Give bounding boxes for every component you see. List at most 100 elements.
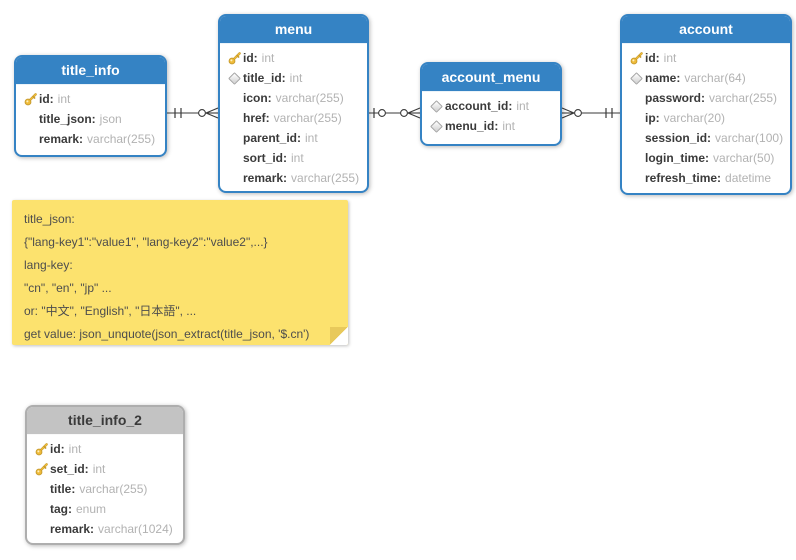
column-type: varchar(1024) xyxy=(98,522,173,536)
column-row-name[interactable]: name:varchar(64) xyxy=(627,68,786,88)
column-name: icon: xyxy=(243,91,272,105)
column-row-login_time[interactable]: login_time:varchar(50) xyxy=(627,148,786,168)
column-name: sort_id: xyxy=(243,151,288,165)
column-type: datetime xyxy=(725,171,772,185)
column-row-id[interactable]: id:int xyxy=(32,439,179,459)
column-type: varchar(50) xyxy=(713,151,775,165)
column-type: int xyxy=(502,119,516,133)
column-row-id[interactable]: id:int xyxy=(627,48,786,68)
column-row-title_json[interactable]: title_json:json xyxy=(21,109,161,129)
column-type: varchar(64) xyxy=(684,71,746,85)
column-type: json xyxy=(99,112,122,126)
column-name: title_id: xyxy=(243,71,286,85)
column-row-parent_id[interactable]: parent_id:int xyxy=(225,128,363,148)
key-icon xyxy=(21,92,39,106)
table-header-menu[interactable]: menu xyxy=(220,16,367,44)
column-name: login_time: xyxy=(645,151,710,165)
connector-menu-account_menu[interactable] xyxy=(369,107,421,119)
column-name: name: xyxy=(645,71,681,85)
column-name: remark: xyxy=(39,132,84,146)
column-row-title_id[interactable]: title_id:int xyxy=(225,68,363,88)
column-name: ip: xyxy=(645,111,660,125)
column-row-refresh_time[interactable]: refresh_time:datetime xyxy=(627,168,786,188)
column-row-remark[interactable]: remark:varchar(1024) xyxy=(32,519,179,539)
column-name: parent_id: xyxy=(243,131,302,145)
column-name: id: xyxy=(243,51,258,65)
column-name: id: xyxy=(645,51,660,65)
column-name: menu_id: xyxy=(445,119,499,133)
column-row-remark[interactable]: remark:varchar(255) xyxy=(225,168,363,188)
diamond-icon xyxy=(427,99,445,113)
column-row-id[interactable]: id:int xyxy=(21,89,161,109)
column-name: refresh_time: xyxy=(645,171,722,185)
column-name: title: xyxy=(50,482,76,496)
column-name: id: xyxy=(50,442,65,456)
note-line: {"lang-key1":"value1", "lang-key2":"valu… xyxy=(24,235,268,249)
column-row-href[interactable]: href:varchar(255) xyxy=(225,108,363,128)
sticky-note[interactable]: title_json:{"lang-key1":"value1", "lang-… xyxy=(12,200,348,345)
diamond-icon xyxy=(225,71,243,85)
column-row-id[interactable]: id:int xyxy=(225,48,363,68)
connector-title_info-menu[interactable] xyxy=(167,107,219,119)
column-name: remark: xyxy=(50,522,95,536)
column-name: password: xyxy=(645,91,706,105)
diamond-icon xyxy=(427,119,445,133)
column-row-tag[interactable]: tag:enum xyxy=(32,499,179,519)
column-type: varchar(255) xyxy=(79,482,148,496)
table-header-title_info[interactable]: title_info xyxy=(16,57,165,85)
column-type: varchar(255) xyxy=(87,132,156,146)
connector-account_menu-account[interactable] xyxy=(561,107,620,119)
column-name: tag: xyxy=(50,502,72,516)
column-type: varchar(20) xyxy=(663,111,726,125)
column-row-title[interactable]: title:varchar(255) xyxy=(32,479,179,499)
key-icon xyxy=(32,462,50,476)
column-row-ip[interactable]: ip:varchar(20) xyxy=(627,108,786,128)
column-type: varchar(255) xyxy=(273,111,342,125)
column-type: int xyxy=(291,151,304,165)
table-header-account[interactable]: account xyxy=(622,16,790,44)
table-header-account_menu[interactable]: account_menu xyxy=(422,64,560,92)
column-row-menu_id[interactable]: menu_id:int xyxy=(427,116,556,136)
key-icon xyxy=(225,51,243,65)
key-icon xyxy=(627,51,645,65)
column-type: varchar(100) xyxy=(715,131,784,145)
diamond-icon xyxy=(627,71,645,85)
column-name: session_id: xyxy=(645,131,712,145)
column-row-session_id[interactable]: session_id:varchar(100) xyxy=(627,128,786,148)
column-name: title_json: xyxy=(39,112,96,126)
column-name: set_id: xyxy=(50,462,89,476)
note-line: get value: json_unquote(json_extract(tit… xyxy=(24,327,310,341)
column-type: int xyxy=(663,51,677,65)
table-header-title_info_2[interactable]: title_info_2 xyxy=(27,407,183,435)
column-row-account_id[interactable]: account_id:int xyxy=(427,96,556,116)
column-name: id: xyxy=(39,92,54,106)
column-type: int xyxy=(516,99,530,113)
column-row-icon[interactable]: icon:varchar(255) xyxy=(225,88,363,108)
column-type: int xyxy=(92,462,106,476)
column-type: int xyxy=(68,442,82,456)
column-name: remark: xyxy=(243,171,288,185)
column-row-set_id[interactable]: set_id:int xyxy=(32,459,179,479)
column-row-remark[interactable]: remark:varchar(255) xyxy=(21,129,161,149)
column-name: account_id: xyxy=(445,99,513,113)
note-line: "cn", "en", "jp" ... xyxy=(24,281,112,295)
column-row-sort_id[interactable]: sort_id:int xyxy=(225,148,363,168)
note-text: title_json:{"lang-key1":"value1", "lang-… xyxy=(24,208,338,346)
note-line: lang-key: xyxy=(24,258,73,272)
column-row-password[interactable]: password:varchar(255) xyxy=(627,88,786,108)
column-type: int xyxy=(261,51,275,65)
note-line: or: "中文", "English", "日本語", ... xyxy=(24,304,197,318)
column-type: int xyxy=(57,92,71,106)
